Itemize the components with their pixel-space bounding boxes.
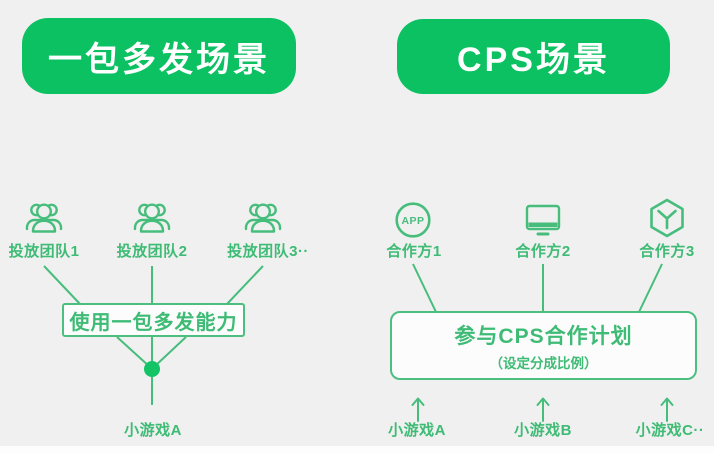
right-section-header: CPS场景 [397, 19, 670, 94]
game-label: 小游戏C·· [635, 422, 705, 439]
partner-label: 合作方2 [515, 243, 571, 260]
app-circle-icon: APP [394, 201, 432, 239]
partner-label: 合作方1 [386, 243, 442, 260]
team-label: 投放团队1 [8, 243, 80, 260]
team-label: 投放团队2 [116, 243, 188, 260]
up-arrow-icon [411, 395, 425, 423]
team-label: 投放团队3·· [227, 243, 309, 260]
app-icon-text: APP [401, 215, 424, 227]
left-section-header: 一包多发场景 [22, 18, 296, 94]
cps-plan-title: 参与CPS合作计划 [454, 324, 633, 348]
up-arrow-icon [536, 395, 550, 423]
bottom-edge-strip [0, 446, 714, 453]
game-label: 小游戏A [388, 422, 446, 439]
monitor-icon [524, 203, 562, 237]
game-label: 小游戏A [124, 422, 182, 439]
cps-plan-subtitle: （设定分成比例） [489, 355, 598, 371]
team-group-icon [133, 200, 171, 238]
cps-plan-box: 参与CPS合作计划 （设定分成比例） [390, 311, 697, 380]
team-group-icon [25, 200, 63, 238]
partner-label: 合作方3 [639, 243, 695, 260]
up-arrow-icon [660, 395, 674, 423]
merge-dot [144, 361, 160, 377]
team-group-icon [244, 200, 282, 238]
cube-y-icon [647, 197, 687, 239]
game-label: 小游戏B [514, 422, 572, 439]
capability-box: 使用一包多发能力 [62, 303, 245, 337]
